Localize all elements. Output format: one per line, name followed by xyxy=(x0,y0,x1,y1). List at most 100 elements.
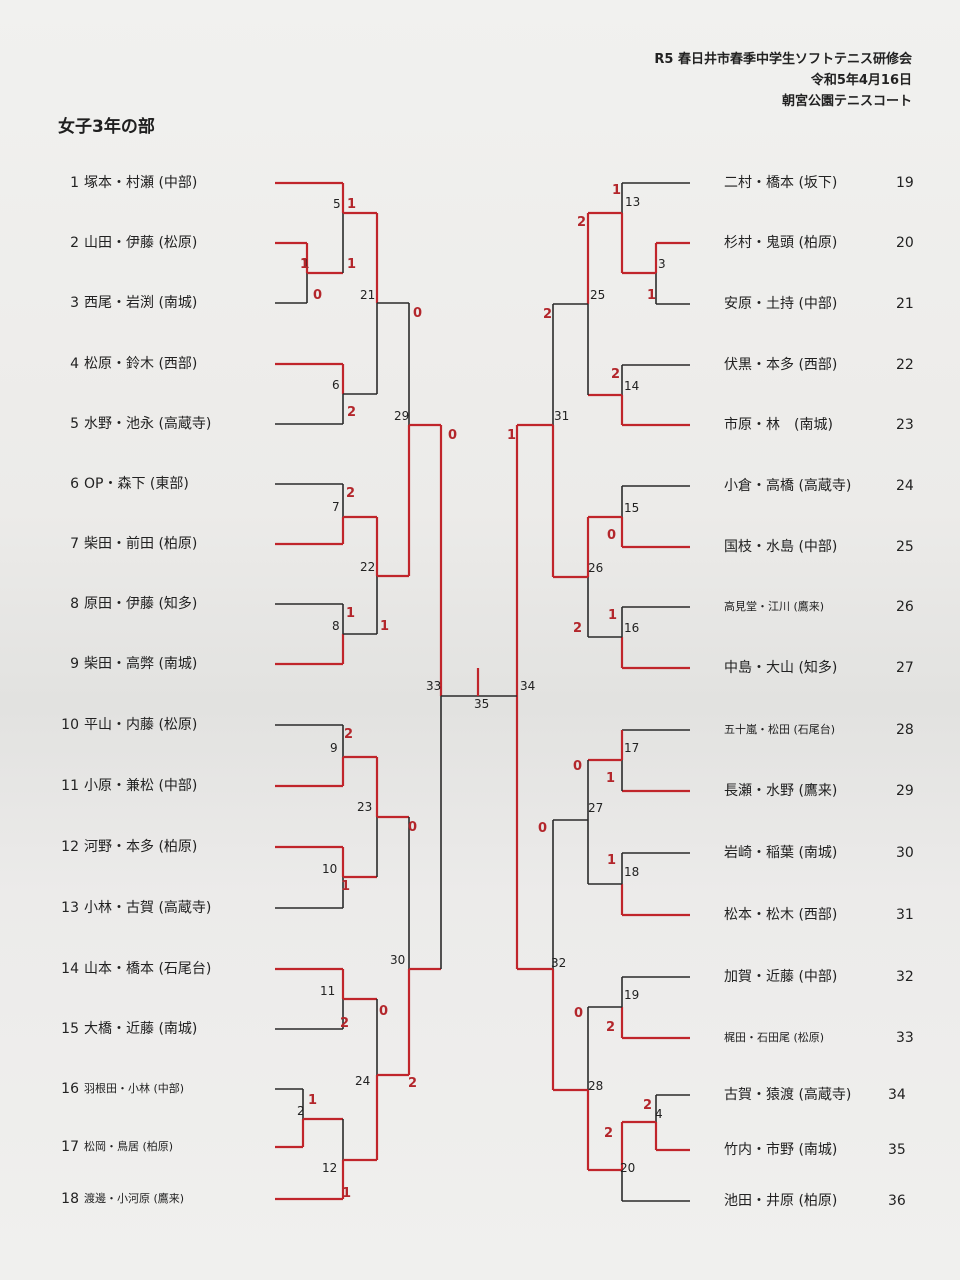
entry-label: 河野・本多 (柏原) xyxy=(84,839,198,855)
entry-seed: 14 xyxy=(61,961,79,977)
score-label: 1 xyxy=(647,288,656,303)
match-number: 30 xyxy=(390,953,405,967)
match-number: 19 xyxy=(624,988,639,1002)
match-number: 32 xyxy=(551,956,566,970)
entry-seed: 25 xyxy=(896,539,914,555)
score-label: 0 xyxy=(607,528,616,543)
score-label: 1 xyxy=(347,197,356,212)
match-number: 29 xyxy=(394,409,409,423)
entry-label: 中島・大山 (知多) xyxy=(724,660,838,676)
match-number: 28 xyxy=(588,1079,603,1093)
score-label: 0 xyxy=(313,288,322,303)
match-number: 21 xyxy=(360,288,375,302)
match-number: 18 xyxy=(624,865,639,879)
match-number: 15 xyxy=(624,501,639,515)
entry-seed: 17 xyxy=(61,1139,79,1155)
entry-label: 古賀・猿渡 (高蔵寺) xyxy=(724,1087,852,1103)
entry-label: 安原・土持 (中部) xyxy=(724,296,838,312)
entry-seed: 12 xyxy=(61,839,79,855)
match-number: 25 xyxy=(590,288,605,302)
entry-seed: 9 xyxy=(70,656,79,672)
entry-label: 山田・伊藤 (松原) xyxy=(84,235,198,251)
entry-label: 松本・松木 (西部) xyxy=(724,907,838,923)
entry-seed: 30 xyxy=(896,845,914,861)
entry-label: 原田・伊藤 (知多) xyxy=(84,596,198,612)
entry-label: 柴田・前田 (柏原) xyxy=(84,536,198,552)
match-number: 4 xyxy=(655,1107,663,1121)
entry-seed: 3 xyxy=(70,295,79,311)
entry-seed: 28 xyxy=(896,722,914,738)
match-number: 17 xyxy=(624,741,639,755)
entry-seed: 36 xyxy=(888,1193,906,1209)
score-label: 1 xyxy=(300,257,309,272)
match-number: 20 xyxy=(620,1161,635,1175)
score-label: 0 xyxy=(413,306,422,321)
score-label: 2 xyxy=(408,1076,417,1091)
entry-label: 岩崎・稲葉 (南城) xyxy=(724,845,838,861)
score-label: 1 xyxy=(308,1093,317,1108)
entry-seed: 20 xyxy=(896,235,914,251)
entry-seed: 35 xyxy=(888,1142,906,1158)
entry-label: 五十嵐・松田 (石尾台) xyxy=(724,723,836,736)
score-label: 1 xyxy=(606,771,615,786)
entry-seed: 34 xyxy=(888,1087,906,1103)
entry-label: 山本・橋本 (石尾台) xyxy=(84,961,212,977)
score-label: 0 xyxy=(408,820,417,835)
match-number: 16 xyxy=(624,621,639,635)
entry-label: 小林・古賀 (高蔵寺) xyxy=(84,900,212,916)
entry-seed: 32 xyxy=(896,969,914,985)
entry-seed: 2 xyxy=(70,235,79,251)
score-label: 1 xyxy=(507,428,516,443)
entry-label: 池田・井原 (柏原) xyxy=(724,1193,838,1209)
entry-label: 長瀬・水野 (鷹来) xyxy=(724,783,838,799)
score-label: 1 xyxy=(607,853,616,868)
score-label: 2 xyxy=(604,1126,613,1141)
score-label: 2 xyxy=(344,727,353,742)
entry-seed: 7 xyxy=(70,536,79,552)
match-number: 6 xyxy=(332,378,340,392)
match-number: 12 xyxy=(322,1161,337,1175)
match-number: 10 xyxy=(322,862,337,876)
entry-seed: 21 xyxy=(896,296,914,312)
entry-seed: 26 xyxy=(896,599,914,615)
match-number: 8 xyxy=(332,619,340,633)
match-number: 1 xyxy=(302,257,310,271)
score-label: 2 xyxy=(543,307,552,322)
score-label: 2 xyxy=(573,621,582,636)
match-number: 22 xyxy=(360,560,375,574)
score-label: 0 xyxy=(379,1004,388,1019)
entry-seed: 24 xyxy=(896,478,914,494)
entry-seed: 18 xyxy=(61,1191,79,1207)
match-number: 14 xyxy=(624,379,639,393)
entry-seed: 23 xyxy=(896,417,914,433)
match-number: 34 xyxy=(520,679,535,693)
score-label: 1 xyxy=(346,606,355,621)
entry-label: 二村・橋本 (坂下) xyxy=(724,175,838,191)
score-label: 0 xyxy=(574,1006,583,1021)
entry-label: OP・森下 (東部) xyxy=(84,476,189,492)
entry-seed: 11 xyxy=(61,778,79,794)
entry-label: 小倉・高橋 (高蔵寺) xyxy=(724,478,852,494)
entry-seed: 5 xyxy=(70,416,79,432)
entry-seed: 6 xyxy=(70,476,79,492)
entry-seed: 22 xyxy=(896,357,914,373)
match-number: 33 xyxy=(426,679,441,693)
entry-seed: 16 xyxy=(61,1081,79,1097)
match-number: 7 xyxy=(332,500,340,514)
score-label: 0 xyxy=(573,759,582,774)
match-number: 35 xyxy=(474,697,489,711)
entry-label: 松岡・鳥居 (柏原) xyxy=(84,1140,174,1153)
score-label: 1 xyxy=(342,1186,351,1201)
match-number: 3 xyxy=(658,257,666,271)
score-label: 2 xyxy=(347,405,356,420)
entry-seed: 19 xyxy=(896,175,914,191)
event-title: R5 春日井市春季中学生ソフトテニス研修会 xyxy=(654,52,912,67)
score-label: 1 xyxy=(341,879,350,894)
score-label: 1 xyxy=(612,183,621,198)
match-number: 11 xyxy=(320,984,335,998)
entry-label: 平山・内藤 (松原) xyxy=(84,717,198,733)
score-label: 1 xyxy=(608,608,617,623)
event-venue: 朝宮公園テニスコート xyxy=(781,94,912,109)
entry-label: 杉村・鬼頭 (柏原) xyxy=(724,235,838,251)
score-label: 1 xyxy=(347,257,356,272)
